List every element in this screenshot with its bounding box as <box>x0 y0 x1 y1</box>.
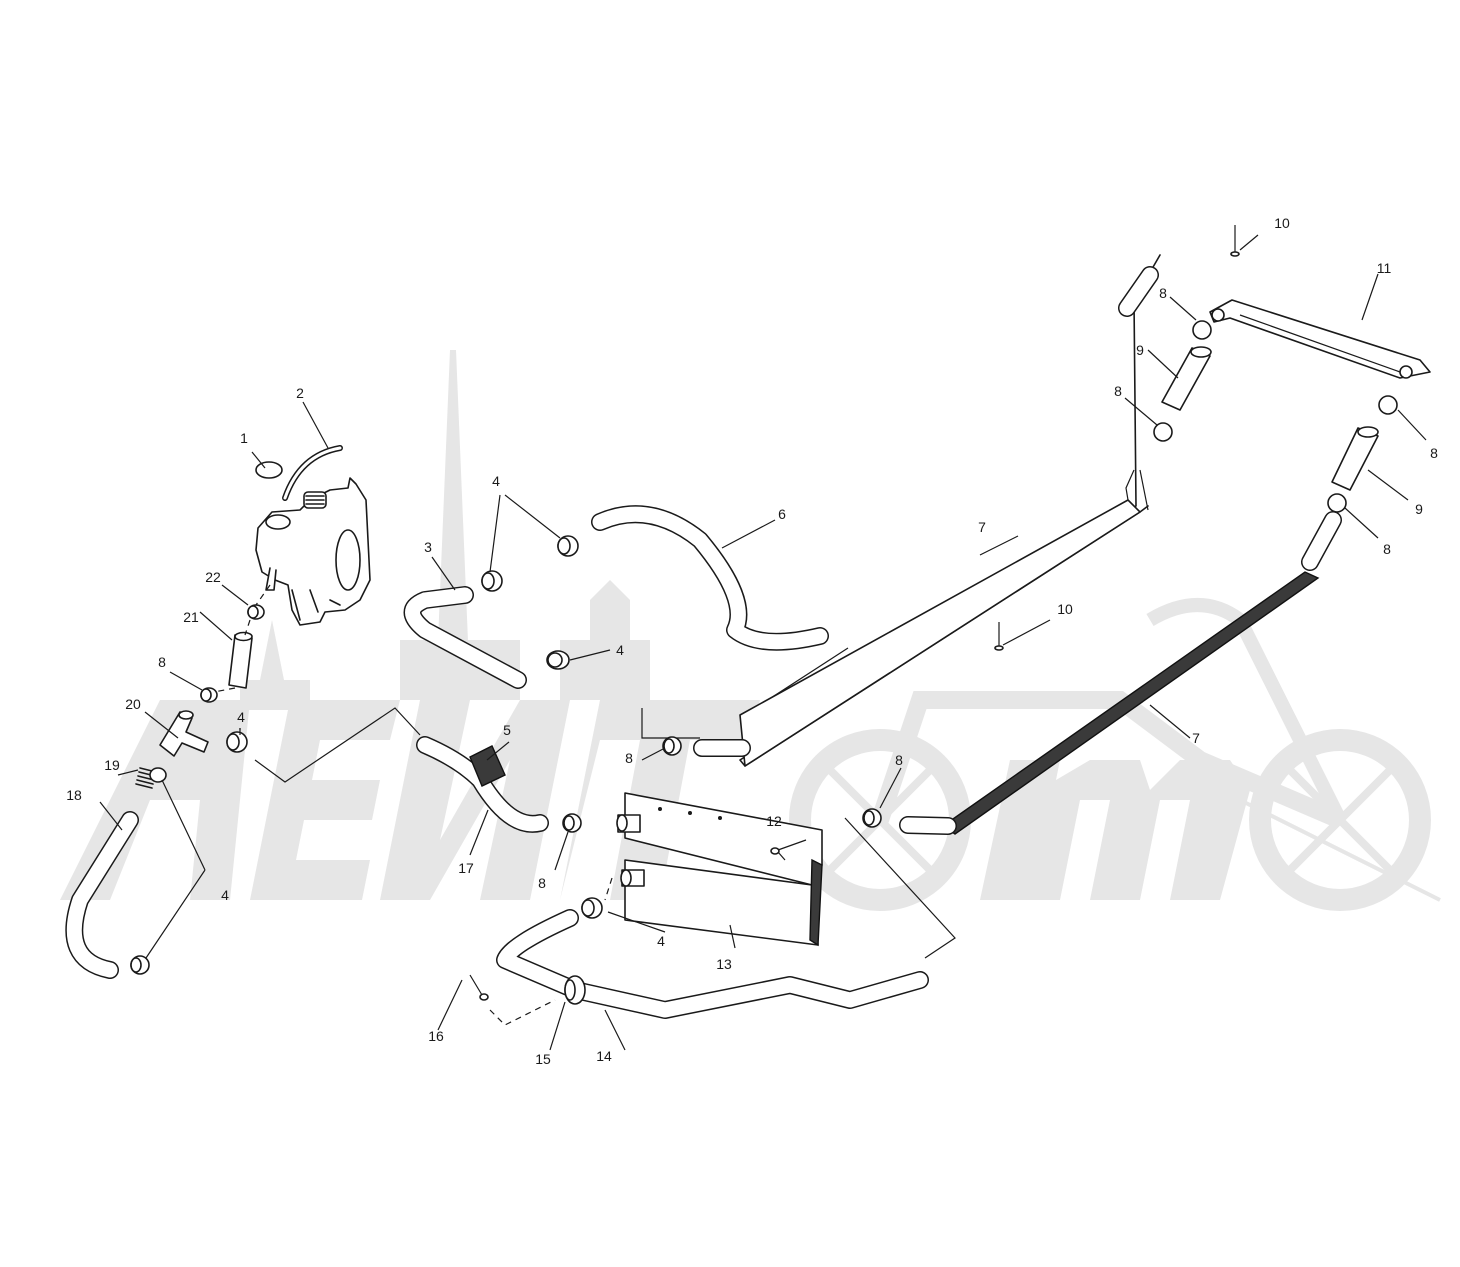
callout-8-c: 8 <box>1430 445 1438 461</box>
hose-14 <box>496 909 929 1019</box>
callout-8-h: 8 <box>895 752 903 768</box>
routing-line-7 <box>641 708 700 739</box>
callout-6: 6 <box>778 506 786 522</box>
clamp-15 <box>564 975 586 1005</box>
reservoir-cap <box>255 461 283 479</box>
clamp-4-hose3 <box>481 570 503 592</box>
cooler-11 <box>1209 299 1431 379</box>
callout-8-g: 8 <box>538 875 546 891</box>
callout-7-lower: 7 <box>1192 730 1200 746</box>
bolt-10-top <box>1230 225 1240 257</box>
callout-8-d: 8 <box>1383 541 1391 557</box>
callout-8-b: 8 <box>1114 383 1122 399</box>
coolant-reservoir <box>255 477 371 626</box>
clamp-4-bottom-left <box>130 955 150 975</box>
routing-line-14 <box>844 817 956 959</box>
callout-17: 17 <box>458 860 474 876</box>
callout-8-f: 8 <box>625 750 633 766</box>
callout-20: 20 <box>125 696 141 712</box>
hose-21 <box>228 631 253 689</box>
callout-2: 2 <box>296 385 304 401</box>
callout-8-e: 8 <box>158 654 166 670</box>
hose-9-right <box>1331 426 1379 491</box>
heat-exchanger-7-lower <box>899 511 1342 835</box>
callout-1: 1 <box>240 430 248 446</box>
callout-21: 21 <box>183 609 199 625</box>
clamp-8-top-left-b <box>1153 422 1173 442</box>
callout-8-a: 8 <box>1159 285 1167 301</box>
hose-18 <box>65 811 139 979</box>
callout-4-left: 4 <box>221 887 229 903</box>
clamp-4-hose6-bottom <box>546 650 570 670</box>
assembly-line-reservoir <box>213 584 271 693</box>
callout-9-left: 9 <box>1136 342 1144 358</box>
clamp-8-hose17 <box>562 813 582 833</box>
callout-5: 5 <box>503 722 511 738</box>
clamp-4-hose6-top <box>557 535 579 557</box>
callout-18: 18 <box>66 787 82 803</box>
clamp-4-mid <box>226 731 248 753</box>
clamp-8-top-left-a <box>1192 320 1212 340</box>
clamp-8-top-right-a <box>1378 395 1398 415</box>
callout-4-mid: 4 <box>237 709 245 725</box>
callout-9-right: 9 <box>1415 501 1423 517</box>
leader-lines <box>99 234 1427 1051</box>
clamp-8-left <box>200 687 218 703</box>
callout-10-top: 10 <box>1274 215 1290 231</box>
assembly-line-13 <box>604 877 613 901</box>
callout-4-he13: 4 <box>657 933 665 949</box>
callout-10-mid: 10 <box>1057 601 1073 617</box>
callout-4-hose6: 4 <box>616 642 624 658</box>
fitting-13-lower <box>620 869 645 887</box>
fitting-13-upper <box>616 814 641 833</box>
callout-7-upper: 7 <box>978 519 986 535</box>
routing-line-17 <box>254 707 421 783</box>
vent-tube <box>282 445 343 501</box>
callout-22: 22 <box>205 569 221 585</box>
callout-15: 15 <box>535 1051 551 1067</box>
hose-3 <box>403 586 527 689</box>
callout-labels: 1 2 3 4 4 4 4 4 5 6 7 7 8 8 8 8 8 8 8 8 … <box>66 215 1438 1067</box>
tee-fitting <box>159 710 209 757</box>
heat-exchanger-7-upper <box>693 254 1161 767</box>
hose-sleeve-5 <box>469 745 506 787</box>
hose-9-left <box>1161 346 1212 411</box>
clamp-4-he13 <box>581 897 603 919</box>
callout-13: 13 <box>716 956 732 972</box>
clamp-8-he7-upper-bottom <box>662 736 682 756</box>
hose-6 <box>591 505 829 651</box>
callout-14: 14 <box>596 1048 612 1064</box>
callout-4-top: 4 <box>492 473 500 489</box>
callout-16: 16 <box>428 1028 444 1044</box>
callout-19: 19 <box>104 757 120 773</box>
clamp-8-spring <box>149 767 167 783</box>
clamp-8-he7-lower <box>862 808 882 828</box>
spring-19 <box>135 767 157 789</box>
callout-11: 11 <box>1377 260 1392 276</box>
fastener-16 <box>469 974 556 1026</box>
heat-exchanger-13 <box>624 792 823 947</box>
bolt-10-mid <box>994 622 1004 651</box>
clamp-22 <box>247 604 265 620</box>
fastener-12 <box>770 839 807 855</box>
callout-3: 3 <box>424 539 432 555</box>
clamp-8-top-right-b <box>1327 493 1347 513</box>
callout-12: 12 <box>766 813 782 829</box>
